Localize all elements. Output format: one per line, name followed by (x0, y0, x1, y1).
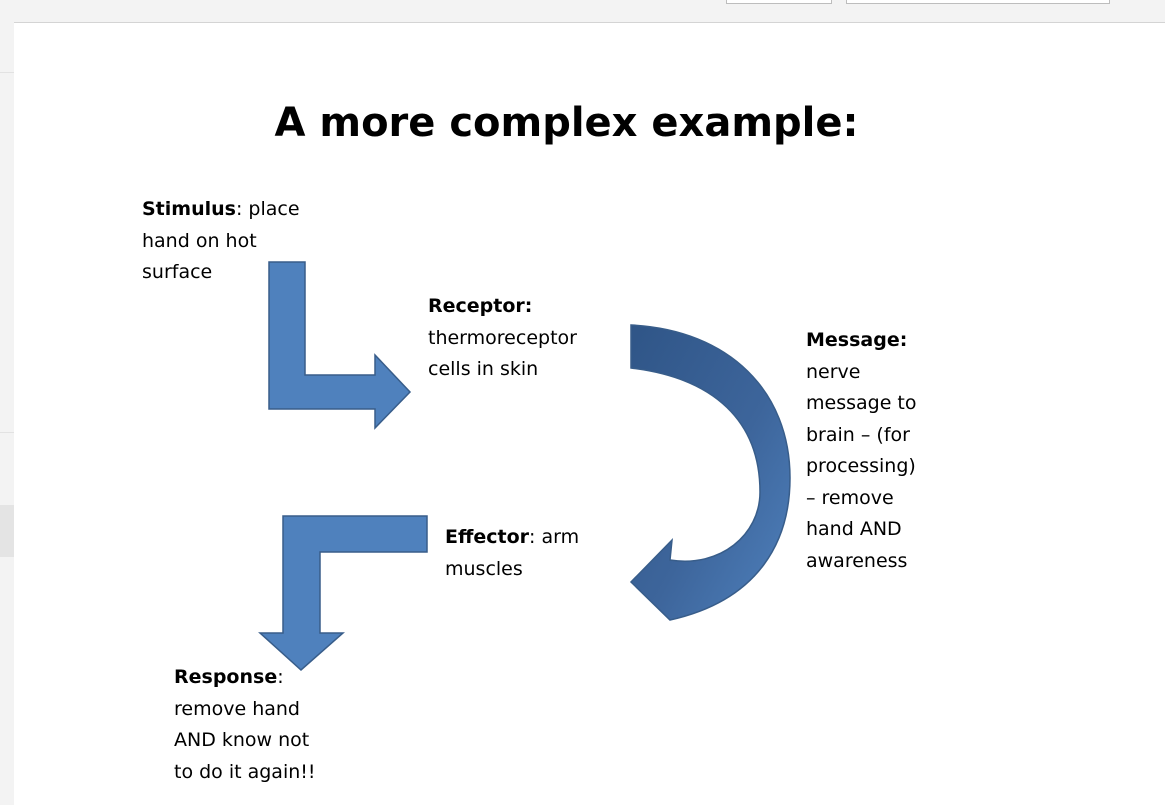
effector-line-1: arm (535, 526, 580, 548)
slide-canvas (14, 23, 1165, 805)
effector-sep: : (529, 526, 536, 548)
pane-divider (0, 72, 14, 73)
slide-title: A more complex example: (274, 100, 859, 146)
bent-arrow-effector-to-response (258, 515, 428, 672)
receptor-line-2: cells in skin (428, 358, 539, 380)
message-line-5: – remove (806, 486, 894, 509)
stimulus-line-3: surface (142, 261, 213, 283)
stimulus-line-1: place (242, 198, 300, 220)
receptor-heading: Receptor: (428, 295, 533, 317)
effector-heading: Effector (445, 526, 530, 548)
thumbnail-selection[interactable] (0, 505, 14, 557)
message-line-7: awareness (806, 549, 908, 572)
response-line-1: remove hand (174, 697, 300, 720)
stimulus-sep: : (235, 198, 243, 220)
effector-line-2: muscles (445, 557, 523, 580)
toolbar-field[interactable] (726, 0, 832, 4)
bent-arrow-stimulus-to-receptor (268, 261, 412, 430)
message-line-2: message to (806, 392, 917, 414)
response-sep: : (277, 666, 284, 688)
receptor-line-1: thermoreceptor (428, 326, 577, 349)
stimulus-heading: Stimulus (142, 198, 236, 220)
message-heading: Message: (806, 329, 908, 351)
pane-divider (0, 432, 14, 433)
toolbar-field[interactable] (846, 0, 1110, 4)
receptor-label: Receptor: thermoreceptor cells in skin (428, 291, 577, 386)
slide-thumbnail-pane (0, 22, 14, 805)
response-label: Response: remove hand AND know not to do… (174, 662, 316, 788)
response-line-2: AND know not (174, 729, 310, 751)
message-line-3: brain – (for (806, 423, 910, 446)
message-line-4: processing) (806, 455, 916, 477)
stimulus-label: Stimulus: place hand on hot surface (142, 194, 300, 289)
message-label: Message: nerve message to brain – (for p… (806, 325, 917, 577)
message-line-1: nerve (806, 360, 861, 383)
response-heading: Response (174, 666, 278, 688)
stimulus-line-2: hand on hot (142, 229, 257, 252)
response-line-3: to do it again!! (174, 760, 316, 783)
message-line-6: hand AND (806, 518, 902, 540)
effector-label: Effector: arm muscles (445, 522, 579, 585)
top-toolbar (0, 0, 1165, 23)
curved-arrow-receptor-to-effector (629, 324, 791, 621)
